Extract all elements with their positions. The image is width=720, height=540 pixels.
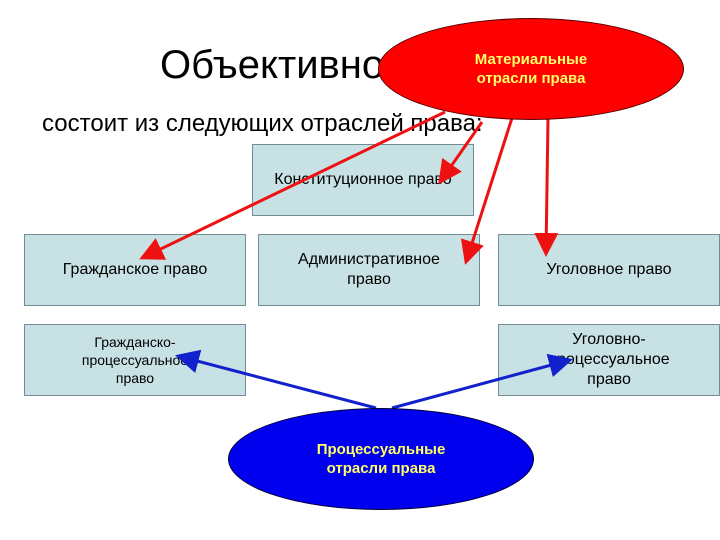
arrow-to-civil <box>139 110 446 260</box>
box-label: Уголовно-процессуальное право <box>548 331 670 388</box>
box-label: Гражданское право <box>62 261 208 278</box>
box-constitutional-law: Конституционное право <box>252 144 474 216</box>
arrow-to-administrative <box>460 117 514 265</box>
arrow-to-constitutional <box>438 121 484 185</box>
oval-label: Материальные отрасли права <box>474 51 588 87</box>
box-civil-law: Гражданское право <box>24 234 246 306</box>
material-branches-oval: Материальные отрасли права <box>378 18 684 120</box>
oval-label: Процессуальные отрасли права <box>316 441 446 477</box>
box-civil-procedure-law: Гражданско-процессуальное право <box>24 324 246 396</box>
arrow-to-criminal-procedure <box>391 353 573 410</box>
page-subtitle: состоит из следующих отраслей права: <box>42 110 483 137</box>
arrow-to-criminal <box>534 117 559 257</box>
box-administrative-law: Административное право <box>258 234 480 306</box>
box-criminal-law: Уголовное право <box>498 234 720 306</box>
box-criminal-procedure-law: Уголовно-процессуальное право <box>498 324 720 396</box>
procedural-branches-oval: Процессуальные отрасли права <box>228 408 534 510</box>
box-label: Конституционное право <box>274 171 452 188</box>
box-label: Гражданско-процессуальное право <box>81 334 189 386</box>
arrow-to-civil-procedure <box>175 349 377 410</box>
box-label: Административное право <box>298 251 440 288</box>
box-label: Уголовное право <box>546 261 672 278</box>
